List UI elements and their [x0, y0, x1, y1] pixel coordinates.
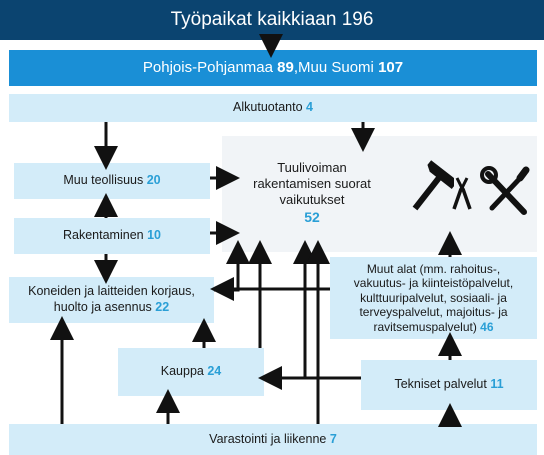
node-center-line3: vaikutukset: [279, 192, 345, 208]
node-muut-alat-line5: ravitsemuspalvelut): [373, 319, 477, 334]
node-tekniset: Tekniset palvelut 11: [361, 360, 537, 410]
region-label-muu: Muu Suomi: [298, 58, 374, 76]
node-muut-alat: Muut alat (mm. rahoitus-, vakuutus- ja k…: [330, 257, 537, 339]
node-center-line1: Tuulivoiman: [277, 159, 347, 175]
hammer-icon: [412, 160, 454, 211]
region-label-pohjois: Pohjois-Pohjanmaa: [142, 58, 273, 76]
node-center-line2: rakentamisen suorat: [253, 176, 371, 192]
node-muu-teollisuus-value: 20: [146, 173, 161, 188]
node-korjaus-line1: Koneiden ja laitteiden korjaus,: [28, 284, 195, 299]
region-value-pohjois: 89: [277, 58, 294, 76]
node-korjaus: Koneiden ja laitteiden korjaus, huolto j…: [9, 277, 214, 323]
node-alkutuotanto-value: 4: [306, 100, 313, 115]
node-varastointi-value: 7: [329, 431, 337, 446]
title-label: Työpaikat kaikkiaan: [170, 9, 337, 31]
node-rakentaminen-label: Rakentaminen: [63, 228, 144, 243]
region-value-muu: 107: [378, 58, 404, 76]
node-varastointi-label: Varastointi ja liikenne: [209, 431, 327, 446]
node-muut-alat-line2: vakuutus- ja kiinteistöpalvelut,: [353, 276, 514, 291]
node-center: [222, 136, 537, 252]
node-muu-teollisuus-label: Muu teollisuus: [63, 173, 144, 188]
node-rakentaminen-value: 10: [147, 228, 161, 243]
wrench-screwdriver-icon: [480, 166, 530, 215]
node-kauppa: Kauppa 24: [118, 348, 264, 396]
node-alkutuotanto-label: Alkutuotanto: [233, 100, 303, 115]
node-muut-alat-value: 46: [480, 319, 494, 334]
node-muut-alat-line1: Muut alat (mm. rahoitus-,: [366, 262, 501, 277]
node-center-value: 52: [304, 208, 320, 225]
region-separator: ,: [293, 58, 299, 76]
node-kauppa-value: 24: [207, 364, 222, 379]
node-kauppa-label: Kauppa: [160, 364, 204, 379]
node-korjaus-value: 22: [155, 300, 170, 314]
arrow-korjaus-center: [214, 240, 250, 292]
title-value: 196: [341, 9, 374, 31]
node-muut-alat-line4: terveyspalvelut, majoitus- ja: [359, 305, 508, 320]
title-bar: Työpaikat kaikkiaan 196: [0, 0, 544, 40]
node-korjaus-line2: huolto ja asennus: [53, 300, 152, 314]
node-tekniset-value: 11: [490, 377, 504, 392]
node-alkutuotanto: Alkutuotanto 4: [9, 94, 537, 122]
node-varastointi: Varastointi ja liikenne 7: [9, 424, 537, 455]
node-rakentaminen: Rakentaminen 10: [14, 218, 210, 254]
node-center-text: Tuulivoiman rakentamisen suorat vaikutuk…: [222, 150, 402, 236]
pliers-icon: [452, 177, 472, 210]
node-tekniset-label: Tekniset palvelut: [394, 377, 487, 392]
node-muut-alat-line3: kulttuuripalvelut, sosiaali- ja: [360, 290, 507, 305]
region-bar: Pohjois-Pohjanmaa 89, Muu Suomi 107: [9, 50, 537, 86]
